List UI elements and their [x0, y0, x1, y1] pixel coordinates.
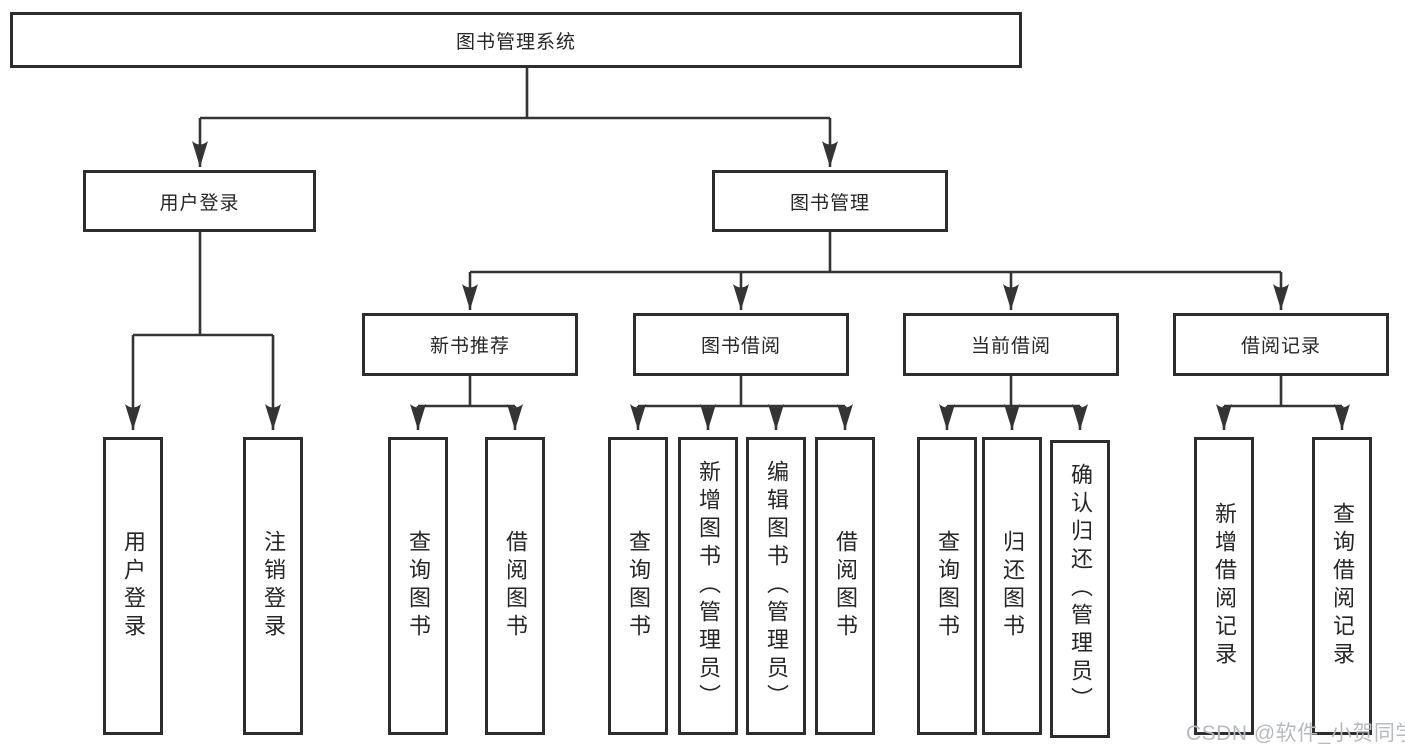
node-label: 图书管理系统 [455, 31, 576, 53]
leaf-query-books-current: 查询图书 [917, 437, 977, 735]
node-user-login: 用户登录 [83, 170, 316, 232]
node-label: 归还图书 [1000, 530, 1025, 642]
node-label: 新增图书（管理员） [696, 460, 721, 712]
node-label: 图书借阅 [700, 336, 781, 357]
node-current-borrow: 当前借阅 [903, 313, 1119, 376]
leaf-borrow-books-recommend: 借阅图书 [485, 437, 545, 735]
leaf-return-books: 归还图书 [982, 437, 1042, 735]
node-borrow-records: 借阅记录 [1173, 313, 1389, 376]
leaf-user-login: 用户登录 [103, 437, 163, 735]
leaf-query-books-recommend: 查询图书 [388, 437, 448, 735]
node-book-borrow: 图书借阅 [633, 313, 849, 376]
leaf-borrow-books: 借阅图书 [815, 437, 875, 735]
node-label: 用户登录 [121, 530, 146, 642]
node-label: 借阅记录 [1240, 336, 1321, 357]
node-label: 新增借阅记录 [1212, 502, 1237, 670]
node-label: 查询图书 [626, 530, 651, 642]
leaf-logout: 注销登录 [243, 437, 303, 735]
node-label: 确认归还（管理员） [1068, 463, 1093, 715]
node-label: 借阅图书 [833, 530, 858, 642]
leaf-add-borrow-record: 新增借阅记录 [1194, 437, 1254, 735]
node-label: 查询图书 [935, 530, 960, 642]
leaf-edit-books-admin: 编辑图书（管理员） [746, 437, 806, 735]
node-label: 借阅图书 [503, 530, 528, 642]
leaf-query-books: 查询图书 [608, 437, 668, 735]
node-library-system: 图书管理系统 [10, 12, 1022, 68]
node-new-book-recommend: 新书推荐 [362, 313, 578, 376]
leaf-query-borrow-record: 查询借阅记录 [1312, 437, 1372, 735]
node-label: 查询图书 [406, 530, 431, 642]
node-label: 注销登录 [261, 530, 286, 642]
leaf-add-books-admin: 新增图书（管理员） [678, 437, 738, 735]
node-label: 查询借阅记录 [1330, 502, 1355, 670]
csdn-watermark: CSDN @软件_小贺同学 [1186, 722, 1405, 745]
node-book-management: 图书管理 [712, 170, 948, 232]
node-label: 新书推荐 [429, 336, 510, 357]
node-label: 编辑图书（管理员） [764, 460, 789, 712]
leaf-confirm-return-admin: 确认归还（管理员） [1050, 440, 1110, 738]
node-label: 图书管理 [789, 192, 870, 214]
node-label: 当前借阅 [970, 336, 1051, 357]
node-label: 用户登录 [159, 192, 240, 214]
